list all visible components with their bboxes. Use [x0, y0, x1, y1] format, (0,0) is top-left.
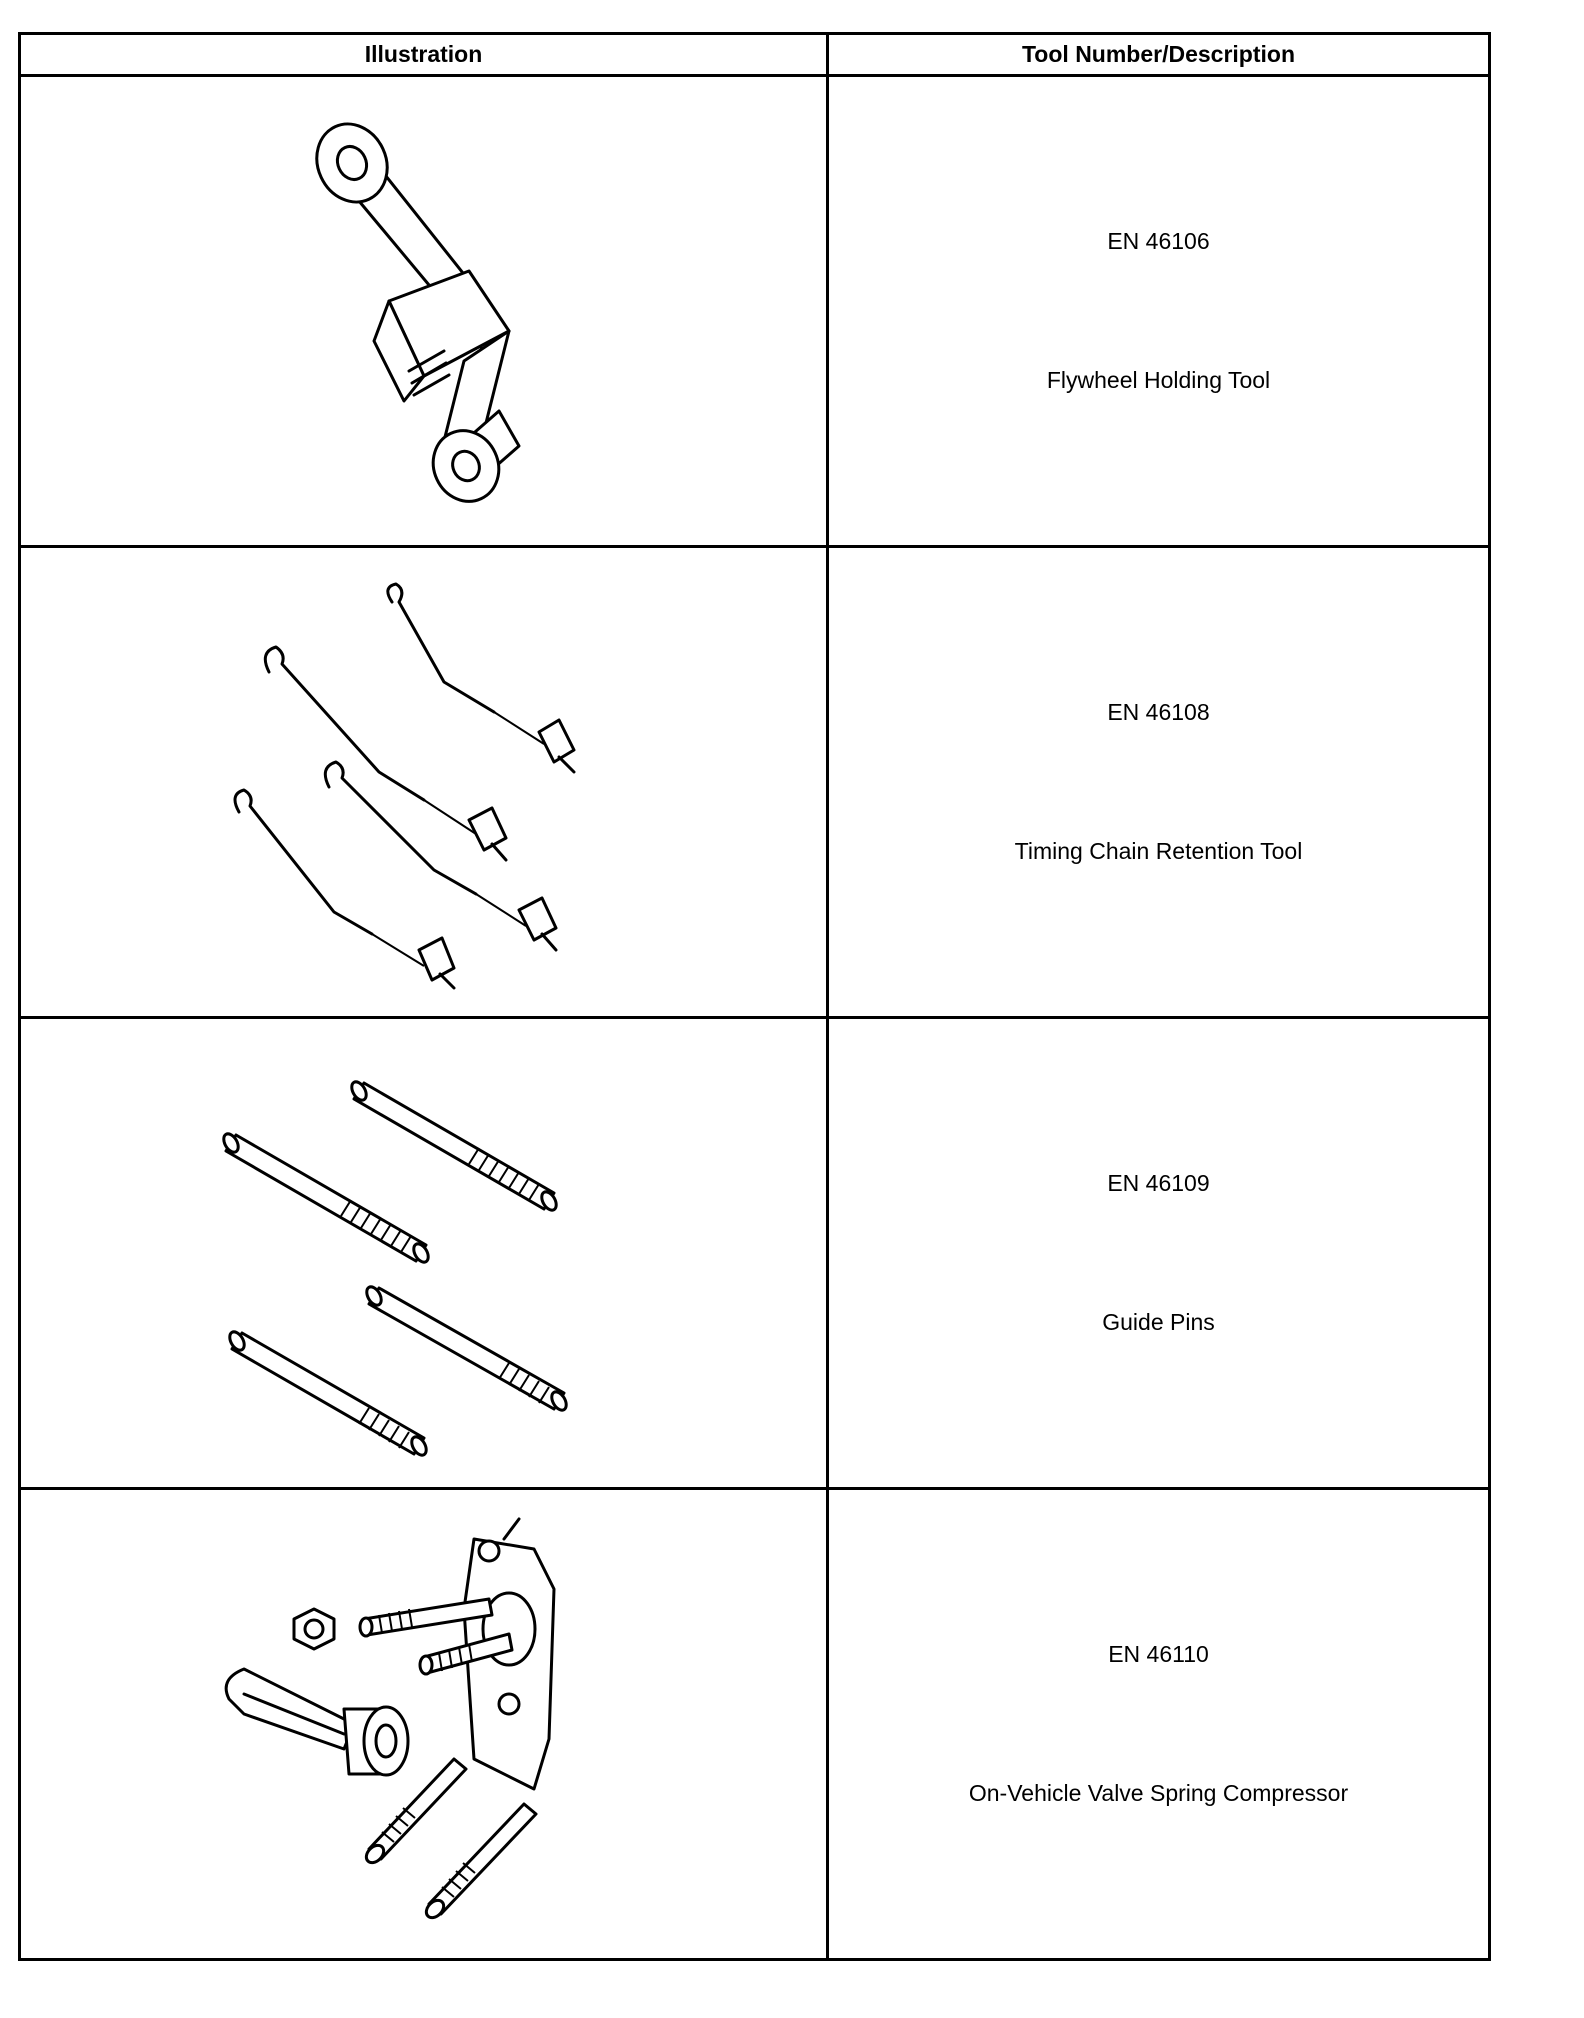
flywheel-holding-tool-icon	[314, 122, 520, 503]
tool-description: On-Vehicle Valve Spring Compressor	[968, 1780, 1349, 1806]
timing-chain-retention-tool-icon	[233, 582, 575, 990]
description-cell: EN 46109 Guide Pins	[826, 1016, 1491, 1490]
description-cell: EN 46106 Flywheel Holding Tool	[826, 74, 1491, 548]
illustration-cell	[18, 1487, 829, 1961]
illustration-header: Illustration	[18, 32, 829, 77]
description-header: Tool Number/Description	[826, 32, 1491, 77]
description-cell: EN 46108 Timing Chain Retention Tool	[826, 545, 1491, 1019]
tool-number: EN 46106	[1107, 228, 1210, 254]
illustration-cell	[18, 74, 829, 548]
tool-description: Guide Pins	[1102, 1309, 1215, 1335]
guide-pins-icon	[221, 1080, 568, 1457]
description-cell: EN 46110 On-Vehicle Valve Spring Compres…	[826, 1487, 1491, 1961]
tool-number: EN 46110	[1108, 1641, 1209, 1667]
illustration-cell	[18, 1016, 829, 1490]
valve-spring-compressor-icon	[224, 1517, 555, 1920]
tool-description: Flywheel Holding Tool	[1046, 367, 1271, 393]
header-row: Illustration Tool Number/Description	[18, 32, 1491, 77]
tool-number: EN 46108	[1107, 699, 1210, 725]
illustration-cell	[18, 545, 829, 1019]
table-row: EN 46110 On-Vehicle Valve Spring Compres…	[18, 1487, 1491, 1961]
table-row: EN 46108 Timing Chain Retention Tool	[18, 545, 1491, 1019]
tool-description: Timing Chain Retention Tool	[1014, 838, 1303, 864]
table-row: EN 46109 Guide Pins	[18, 1016, 1491, 1490]
table-row: EN 46106 Flywheel Holding Tool	[18, 74, 1491, 548]
tool-table: Illustration Tool Number/Description	[18, 32, 1491, 1961]
tool-number: EN 46109	[1107, 1170, 1210, 1196]
